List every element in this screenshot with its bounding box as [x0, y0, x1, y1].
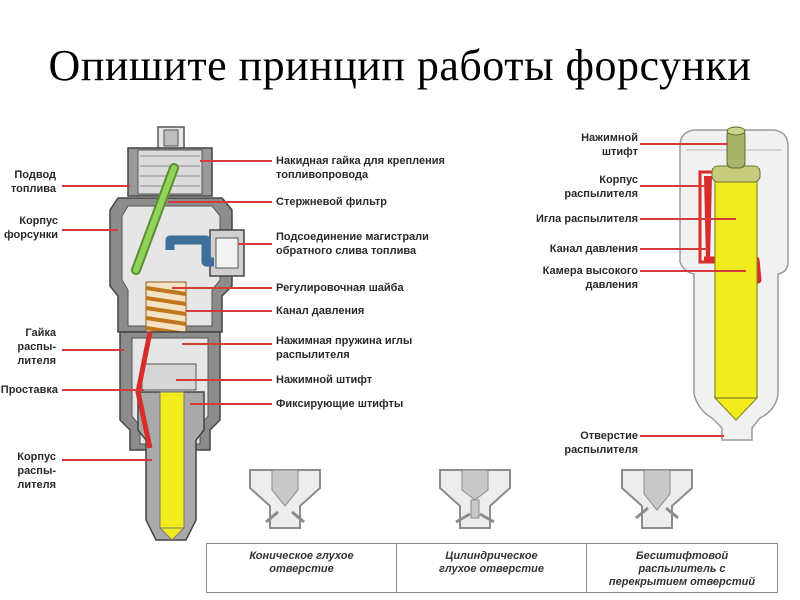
label-spacer: Проставка	[0, 384, 58, 396]
label-fuel-inlet: Подвод топлива	[10, 169, 56, 195]
label-r-pressure-chamber: Камера высокого давления	[542, 265, 638, 291]
label-r-pressure-pin: Нажимной штифт	[581, 132, 638, 158]
left-leader-lines	[62, 185, 152, 461]
label-r-pressure-channel: Канал давления	[549, 243, 638, 255]
nozzle-leader-lines	[640, 143, 746, 437]
label-union-nut: Накидная гайка для крепления топливопров…	[276, 155, 445, 181]
caption-cone: Коническое глухое отверстие	[207, 544, 397, 592]
injector-cross-section	[109, 126, 245, 541]
nozzle-tip-sac-less	[621, 469, 693, 529]
label-shim: Регулировочная шайба	[276, 282, 404, 294]
label-nozzle-body: Корпус распы- лителя	[17, 451, 56, 491]
label-pressure-channel: Канал давления	[276, 305, 365, 317]
label-injector-body: Корпус форсунки	[4, 215, 59, 241]
label-pressure-pin: Нажимной штифт	[276, 374, 373, 386]
caption-cylinder: Цилиндрическое глухое отверстие	[397, 544, 587, 592]
label-return-connection: Подсоединение магистрали обратного слива…	[276, 231, 429, 257]
caption-sac-less: Бесштифтовой распылитель с перекрытием о…	[608, 550, 756, 588]
nozzle-tip-cylinder	[439, 469, 511, 529]
label-nozzle-nut: Гайка распы- лителя	[17, 327, 56, 367]
slide-title: Опишите принцип работы форсунки	[48, 41, 752, 90]
label-r-needle: Игла распылителя	[535, 213, 638, 225]
label-r-spray-hole: Отверстие распылителя	[564, 430, 638, 456]
label-r-nozzle-body: Корпус распылителя	[564, 174, 638, 200]
label-needle-spring: Нажимная пружина иглы распылителя	[276, 335, 413, 361]
label-locating-pins: Фиксирующие штифты	[276, 398, 404, 410]
nozzle-3d	[679, 126, 789, 441]
right-leader-lines	[168, 160, 272, 405]
label-bar-filter: Стержневой фильтр	[276, 196, 388, 208]
nozzle-types-table: Коническое глухое отверстие Цилиндрическ…	[206, 543, 778, 593]
nozzle-tip-cone	[249, 469, 321, 529]
